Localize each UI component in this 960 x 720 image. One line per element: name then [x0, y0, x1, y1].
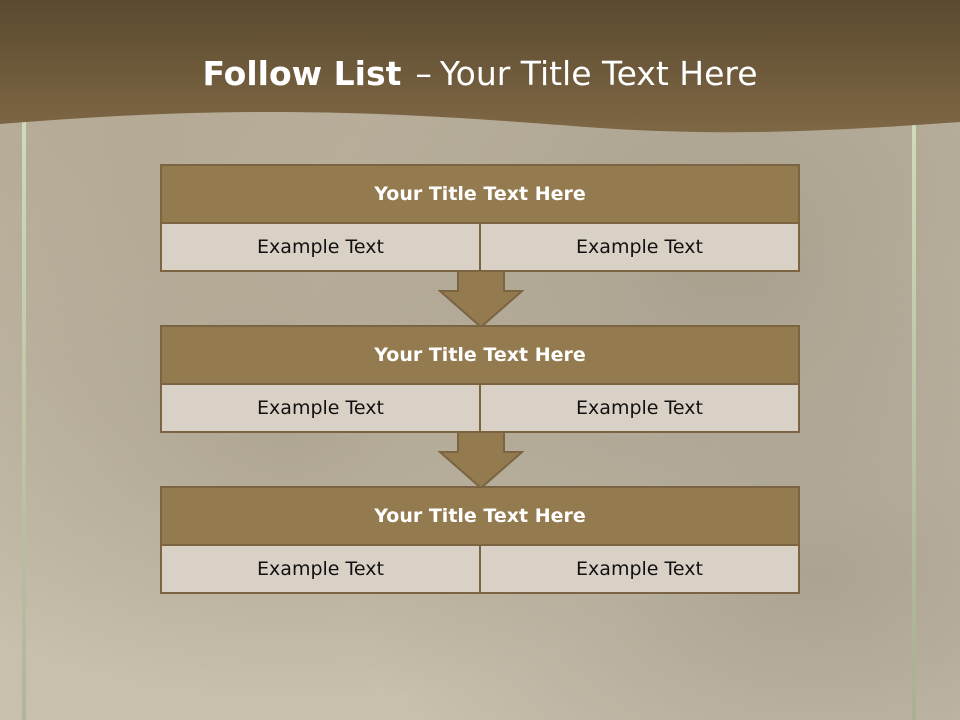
step-title: Your Title Text Here [162, 166, 798, 224]
step-box-3: Your Title Text Here Example Text Exampl… [160, 486, 800, 594]
down-arrow-icon [438, 431, 524, 490]
step-row: Example Text Example Text [162, 385, 798, 431]
step-title: Your Title Text Here [162, 488, 798, 546]
title-bold-part: Follow List [202, 54, 402, 93]
step-box-2: Your Title Text Here Example Text Exampl… [160, 325, 800, 433]
step-cell-right: Example Text [479, 224, 798, 270]
header-band [0, 0, 960, 133]
step-cell-left: Example Text [257, 558, 384, 580]
step-cell-right: Example Text [479, 546, 798, 592]
step-box-1: Your Title Text Here Example Text Exampl… [160, 164, 800, 272]
title-dash: – [415, 54, 432, 93]
frame-line-right [912, 115, 916, 720]
step-row: Example Text Example Text [162, 224, 798, 270]
title-rest: Your Title Text Here [439, 54, 758, 93]
slide-title: Follow List–Your Title Text Here [0, 54, 960, 93]
step-cell-left: Example Text [257, 397, 384, 419]
frame-line-left [22, 115, 26, 720]
step-cell-left: Example Text [257, 236, 384, 258]
step-cell-right: Example Text [479, 385, 798, 431]
down-arrow-icon [438, 270, 524, 329]
step-row: Example Text Example Text [162, 546, 798, 592]
step-title: Your Title Text Here [162, 327, 798, 385]
